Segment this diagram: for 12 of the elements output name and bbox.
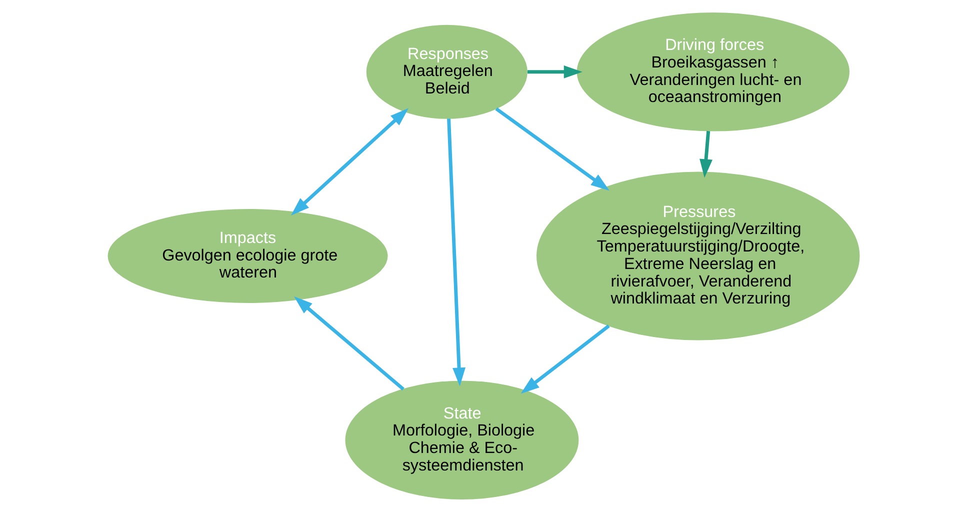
arrow: [293, 296, 404, 390]
node-ellipse: Impacts Gevolgen ecologie grote wateren: [107, 208, 388, 304]
arrow: [699, 130, 712, 178]
arrow: [446, 118, 466, 386]
arrow: [494, 107, 609, 191]
node-ellipse: Pressures Zeespiegelstijging/Verzilting Temperatuurstijging/Droogte, Extreme Neerslag en rivierafvoer, Veranderend windklimaat en Verzuring: [536, 172, 860, 340]
node-ellipse: State Morfologie, Biologie Chemie & Eco- systeemdiensten: [344, 380, 578, 500]
arrow: [527, 65, 582, 78]
node-ellipse: Driving forces Broeikasgassen ↑ Veranderingen lucht- en oceaanstromingen: [576, 12, 849, 132]
arrow: [290, 108, 408, 216]
arrow: [520, 324, 610, 394]
node-ellipse: Responses Maatregelen Beleid: [366, 24, 527, 119]
